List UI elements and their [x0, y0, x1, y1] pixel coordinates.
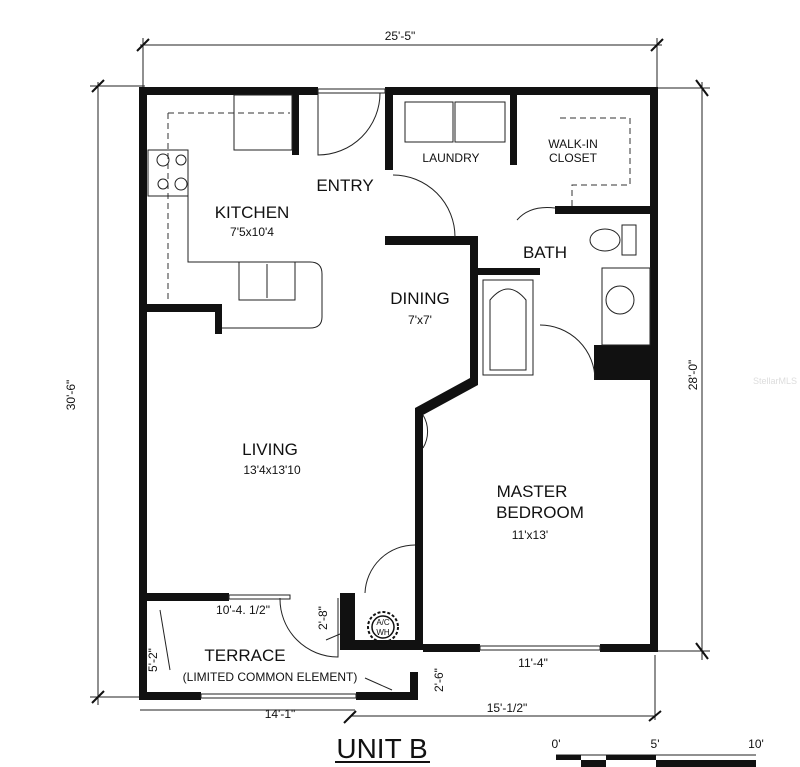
dining-label: DINING — [390, 289, 450, 308]
refrigerator — [233, 94, 293, 151]
bedroom-window-dim: 11'-4" — [518, 656, 548, 670]
plan-title: UNIT B — [336, 733, 427, 764]
closet-label-1: WALK-IN — [548, 137, 598, 151]
scale-label-0: 0' — [552, 737, 561, 751]
wh-label: WH — [376, 628, 390, 637]
sink — [238, 261, 296, 301]
terrace-note: (LIMITED COMMON ELEMENT) — [183, 670, 358, 684]
washer — [404, 101, 454, 143]
dimension-lines — [90, 38, 710, 724]
closet-label-2: CLOSET — [549, 151, 598, 165]
master-size: 11'x13' — [512, 528, 548, 542]
terrace-door-dim: 2'-8" — [316, 606, 330, 630]
ac-label: A/C — [376, 618, 390, 627]
terrace-label: TERRACE — [204, 646, 285, 665]
master-label-2: BEDROOM — [496, 503, 584, 522]
overall-depth-dim: 30'-6" — [64, 380, 78, 411]
dryer — [454, 101, 506, 143]
watermark: StellarMLS — [753, 376, 797, 386]
laundry-label: LAUNDRY — [422, 151, 479, 165]
kitchen-size: 7'5x10'4 — [230, 225, 274, 239]
bathtub — [482, 279, 534, 376]
master-label-1: MASTER — [497, 482, 568, 501]
scale-bar: 0' 5' 10' — [552, 737, 764, 767]
dining-size: 7'x7' — [408, 313, 432, 327]
terrace-depth-dim: 5'-2" — [146, 648, 160, 672]
right-depth-dim: 28'-0" — [686, 360, 700, 391]
living-label: LIVING — [242, 440, 298, 459]
scale-label-5: 5' — [651, 737, 660, 751]
overall-width-dim: 25'-5" — [385, 29, 416, 43]
entry-label: ENTRY — [316, 176, 373, 195]
walls — [139, 87, 658, 700]
bedroom-width-dim: 15'-1/2" — [487, 701, 528, 715]
terrace-width-dim: 10'-4. 1/2" — [216, 603, 270, 617]
fixtures — [147, 88, 651, 699]
ac-offset-dim: 2'-6" — [432, 668, 446, 692]
toilet — [589, 228, 621, 252]
stove — [147, 149, 189, 197]
kitchen-label: KITCHEN — [215, 203, 290, 222]
living-size: 13'4x13'10 — [243, 463, 301, 477]
bath-label: BATH — [523, 243, 567, 262]
scale-label-10: 10' — [748, 737, 764, 751]
terrace-total-dim: 14'-1" — [265, 707, 296, 721]
vanity — [601, 267, 651, 346]
